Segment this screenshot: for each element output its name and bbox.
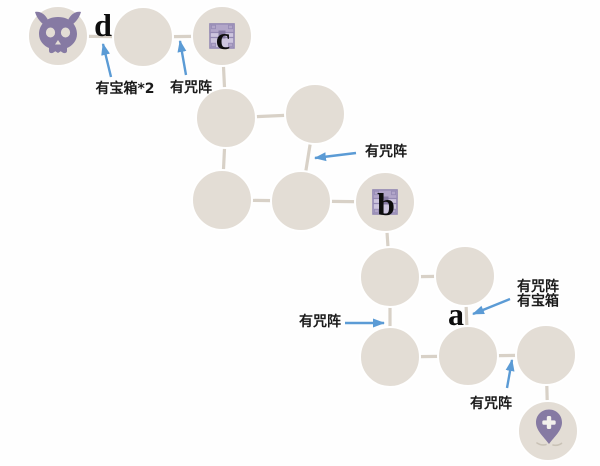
annotation-arrow-curse-bottom <box>505 359 515 389</box>
map-node-n5 <box>284 83 346 145</box>
map-node-n6 <box>191 169 253 231</box>
map-label-d: d <box>94 7 112 43</box>
map-node-n4 <box>195 87 257 149</box>
map-node-n7 <box>270 170 332 232</box>
map-node-n11 <box>359 326 421 388</box>
teleport-waypoint-icon <box>536 409 563 447</box>
node-letter-c: c <box>216 20 230 56</box>
demon-boss-icon <box>35 11 81 54</box>
treasure-chest-icon <box>209 23 235 49</box>
annotation-text-treasure-x2: 有宝箱*2 <box>95 80 154 97</box>
annotation-arrow-curse-chest-right <box>472 297 511 316</box>
annotation-text-curse-chest-right: 有咒阵有宝箱 <box>517 278 559 310</box>
treasure-chest-icon <box>372 189 398 215</box>
annotation-text-curse-top: 有咒阵 <box>170 79 212 96</box>
map-node-n2 <box>112 6 174 68</box>
map-node-n9 <box>359 246 421 308</box>
annotation-text-curse-mid: 有咒阵 <box>365 143 407 160</box>
map-node-n12 <box>437 325 499 387</box>
annotation-arrow-curse-mid <box>314 151 357 162</box>
map-nodes: cb <box>27 5 579 462</box>
annotation-arrow-treasure-x2 <box>101 43 113 78</box>
map-node-n10 <box>434 245 496 307</box>
map-node-n13 <box>515 324 577 386</box>
map-label-a: a <box>448 296 464 332</box>
node-letter-b: b <box>377 186 395 222</box>
annotation-text-curse-left: 有咒阵 <box>299 313 341 330</box>
annotation-text-curse-bottom: 有咒阵 <box>470 395 512 412</box>
annotation-arrow-curse-top <box>177 40 188 76</box>
